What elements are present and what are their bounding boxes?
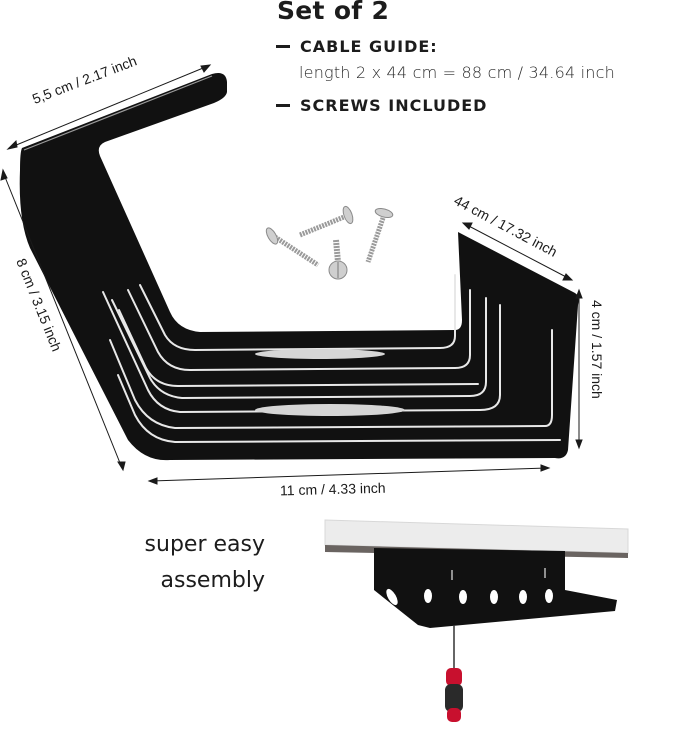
dim-side-height: 4 cm / 1.57 inch: [589, 300, 605, 399]
dimension-arrows: [0, 64, 583, 485]
screw-icon: [365, 207, 394, 263]
screw-icon: [265, 227, 320, 268]
bullet-screws: SCREWS INCLUDED: [276, 96, 487, 115]
bullet-label: CABLE GUIDE:: [300, 37, 438, 56]
dash-icon: [276, 103, 290, 107]
cable-tray-bracket: [19, 73, 579, 461]
screw-icon: [328, 239, 348, 280]
assembly-illustration: [324, 519, 629, 722]
assembly-line-2: assembly: [160, 568, 265, 593]
cable-guide-detail: length 2 x 44 cm = 88 cm / 34.64 inch: [299, 63, 615, 82]
dash-icon: [276, 44, 290, 48]
assembly-caption: super easy assembly: [125, 527, 265, 599]
screws: [265, 205, 394, 280]
set-title: Set of 2: [277, 0, 390, 25]
dim-depth: 11 cm / 4.33 inch: [279, 479, 386, 499]
screw-icon: [299, 205, 354, 238]
assembly-line-1: super easy: [144, 532, 265, 557]
bullet-label: SCREWS INCLUDED: [300, 96, 488, 115]
bullet-cable-guide: CABLE GUIDE:: [276, 37, 438, 56]
screwdriver-icon: [445, 668, 463, 722]
